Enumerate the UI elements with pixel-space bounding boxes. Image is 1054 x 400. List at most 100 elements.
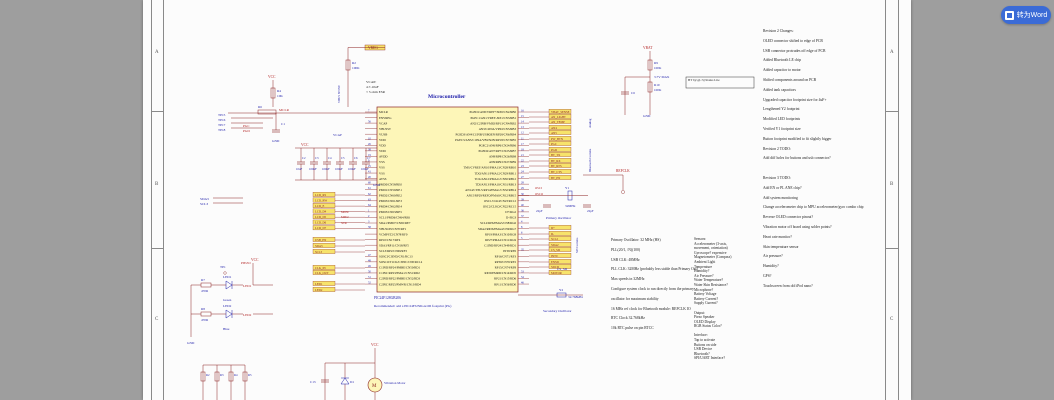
capacitor-c9-value: 22pF — [587, 209, 594, 213]
decoupling-cap-value: 100nF — [348, 167, 356, 171]
sensor-notes: Sensors: Accelerometer (3-axis, movement… — [694, 237, 732, 361]
decoupling-cap-value: 100nF — [309, 167, 317, 171]
resistor-r4 — [270, 87, 276, 99]
mcu-left-pin-name: VSS — [379, 166, 385, 170]
mcu-right-pin-name: RP19/PMA3/CN10/RG8 — [485, 232, 516, 236]
refclk-testpoint — [621, 190, 625, 194]
mcu-right-pin-number: 12 — [521, 132, 524, 135]
mcu-right-pin-name: PGEC3/AN5/C1INA/VBUSON/RP18/CN7/RB5 — [455, 138, 516, 142]
mcu-right-pin-name: PGED2/AN7/RP7/CN25/RB7 — [479, 149, 517, 153]
right-net-label-box — [548, 253, 572, 258]
gnd-label-battery: GND — [643, 114, 651, 118]
revision-note-line: GPS? — [763, 273, 772, 278]
vcc-label-decoupling: VCC — [301, 143, 309, 147]
mcu-left-pin-number: 1 — [368, 209, 370, 212]
left-net-label-text: LED2 — [315, 288, 323, 292]
gnd-label-decoupling: GND — [373, 183, 381, 187]
right-net-label-box — [548, 114, 572, 119]
left-net-label-text: LCD_D7 — [315, 226, 327, 230]
primary-note-line: USB CLK: 48MHz — [611, 257, 640, 262]
net-label-pgc: PGC — [243, 124, 250, 128]
left-net-label-text: LED1 — [315, 282, 323, 286]
mcu-left-pin-name: VSS — [379, 160, 385, 164]
revision-note-line: Heart rate monitor? — [763, 234, 792, 239]
convert-to-word-button[interactable]: 转为Word — [1001, 6, 1051, 24]
right-net-label-box — [548, 247, 572, 252]
mcu-right-pin-number: 27 — [521, 176, 524, 179]
right-net-label-text: AN5 — [551, 131, 557, 135]
right-net-label-text: ENSD — [551, 260, 560, 264]
revision-note-line: Vibration motor off board using solder p… — [763, 224, 832, 229]
left-net-label-text: SCK — [341, 221, 348, 225]
mcu-left-pin-number: 49 — [368, 265, 371, 268]
motor-label: Vibration Motor — [384, 381, 406, 385]
revision-note-line: Humidity? — [763, 264, 779, 269]
primary-note-line: 10k RTC pulse on pin RTCC — [611, 326, 654, 331]
decoupling-capacitors: C210uFC3100nFC4100nFC5100nFC6100nFC7100n… — [296, 148, 371, 180]
gnd-label-mclr: GND — [272, 139, 280, 143]
right-net-label-box — [548, 175, 572, 180]
mcu-left-pin-name: PMD1/CN59/RE1 — [379, 188, 402, 192]
mcu-right-pin-name: OSC1/CLKI/CN23/RC12 — [484, 199, 516, 203]
right-net-label-text: SDCD — [551, 265, 560, 269]
crystal-y2-label: Secondary Oscillator — [543, 309, 572, 313]
testpoint-tp18: TP18 — [218, 128, 226, 132]
spi-comms-label: SPI Comms — [575, 237, 579, 253]
mcu-right-pin-number: 11 — [521, 137, 524, 140]
right-net-label-box — [548, 225, 572, 230]
bottom-part-ref: R5 — [248, 373, 252, 377]
schematic-drawing: Microcontroller PIC24F128GB206 Recommend… — [187, 44, 755, 400]
bluetooth-module-text: BT by\@-?q\Status Lite — [688, 78, 720, 82]
mcu-right-pin-number: 53 — [521, 270, 524, 273]
vcc-label-motor: VCC — [371, 343, 379, 347]
mcu-right-pin-name: PGEC1/AN1/VREF-/RP1/CN3/RB1 — [470, 116, 516, 120]
crystal-y1-ref: Y1 — [565, 186, 569, 190]
capacitor-c8-value: 22pF — [536, 209, 543, 213]
net-label-led2: LED2 — [243, 313, 252, 317]
right-net-label-box — [548, 264, 572, 269]
zone-label-b-right: B — [890, 182, 894, 187]
resistor-r9-value: 100K — [654, 66, 662, 70]
frame-border-left — [151, 0, 152, 400]
right-net-label-text: MOTOR — [551, 271, 562, 275]
mcu-left-pin-number: 47 — [368, 254, 371, 257]
scl-label: SCL3 — [200, 202, 208, 206]
mcu-right-pin-name: RP21/CN15/RD6 — [494, 277, 516, 281]
battery-max-label: 3.7V MAX — [654, 75, 670, 79]
decoupling-cap-ref: C7 — [367, 156, 371, 160]
right-net-label-text: BT_CTS — [551, 170, 562, 174]
mcu-right-pin-name: RP30/CN70/RF2 — [495, 260, 517, 264]
crystal-y1-label: Primary Oscillator — [546, 216, 572, 220]
mcu-left-pin-number: 51 — [368, 276, 371, 279]
right-net-label-text: D+ — [551, 226, 555, 230]
testpoint-tp17: TP17 — [218, 123, 226, 127]
mcu-left-pin-name: VUSB — [379, 132, 387, 136]
mcu-left-pin-number: 26 — [368, 143, 371, 146]
mcu-left-pin-number: 9 — [368, 159, 370, 162]
right-net-label-box — [548, 136, 572, 141]
left-net-label-box — [312, 219, 336, 225]
word-document-icon — [1004, 10, 1014, 20]
revision-note-line: Reverse OLED connector pinout? — [763, 215, 814, 220]
resistor-r8-value: 470R — [201, 318, 209, 322]
mcu-left-pin-number: 58 — [368, 226, 371, 229]
left-net-label-text: CLK_IN — [315, 266, 326, 270]
right-net-label-box — [548, 130, 572, 135]
decoupling-cap-ref: C6 — [354, 156, 358, 160]
vcc-label-led: VCC — [251, 258, 259, 262]
vbus-sense-label: VBUS SENSE — [337, 85, 341, 103]
testpoint-tp16: TP16 — [218, 118, 226, 122]
mcu-right-pin-number: 37 — [521, 215, 524, 218]
mcu-right-pin-name: TCK/AN12/PMA11/CN30/RB12 — [475, 177, 517, 181]
led1-color: Green — [223, 298, 232, 302]
left-net-label-box — [312, 287, 336, 292]
mcu-left-pin-name: PMD0/CN58/RE0 — [379, 182, 402, 186]
mcu-right-pin-number: 22 — [521, 159, 524, 162]
mcu-left-pin-number: 25 — [368, 165, 371, 168]
zone-label-b: B — [155, 182, 159, 187]
crystal-y2-ref: Y2 — [559, 288, 563, 292]
mcu-right-pin-number: 30 — [521, 193, 524, 196]
resistor-r4-ref: R4 — [277, 89, 281, 93]
